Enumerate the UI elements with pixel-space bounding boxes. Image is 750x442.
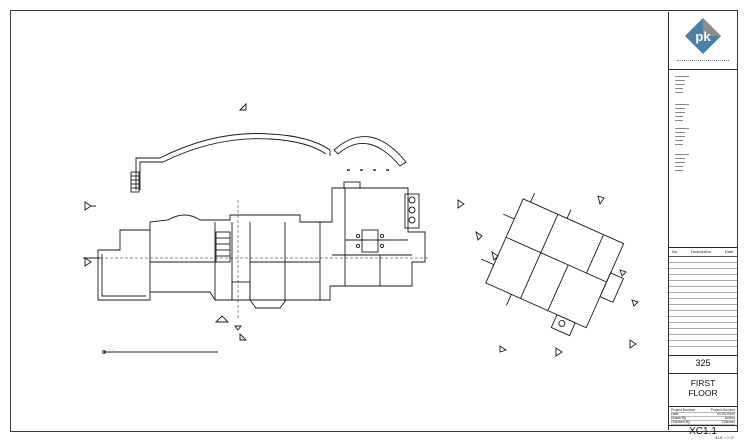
drawing-sheet-border bbox=[10, 10, 738, 432]
sheet-name: FIRST FLOOR bbox=[669, 378, 737, 398]
revision-header: No. Description Date bbox=[669, 248, 737, 257]
sheet-number: 325 bbox=[695, 358, 711, 368]
rev-no-header: No. bbox=[672, 249, 679, 254]
sheet-name-box: FIRST FLOOR bbox=[669, 374, 737, 407]
title-block: pk No. Description Date 325 FIRST FLOOR … bbox=[668, 12, 737, 440]
sheet-name-line1: FIRST bbox=[690, 378, 716, 388]
rev-description-header: Description bbox=[691, 249, 712, 254]
company-logo: pk bbox=[685, 18, 721, 54]
consultants-panel bbox=[669, 70, 737, 248]
drawing-scale: 3/16" = 1'-0" bbox=[714, 436, 734, 440]
logo-caption-line bbox=[677, 60, 729, 63]
rev-date-header: Date bbox=[725, 249, 734, 254]
logo-panel: pk bbox=[669, 12, 737, 70]
revision-schedule: No. Description Date bbox=[669, 248, 737, 356]
svg-text:— —: — — bbox=[108, 348, 114, 351]
sheet-number-box: 325 bbox=[669, 356, 737, 374]
sheet-name-line2: FLOOR bbox=[688, 388, 718, 398]
sheet-id-box: XC1.1 3/16" = 1'-0" bbox=[669, 426, 737, 440]
sheet-id: XC1.1 bbox=[689, 426, 717, 437]
logo-text: pk bbox=[695, 29, 711, 44]
